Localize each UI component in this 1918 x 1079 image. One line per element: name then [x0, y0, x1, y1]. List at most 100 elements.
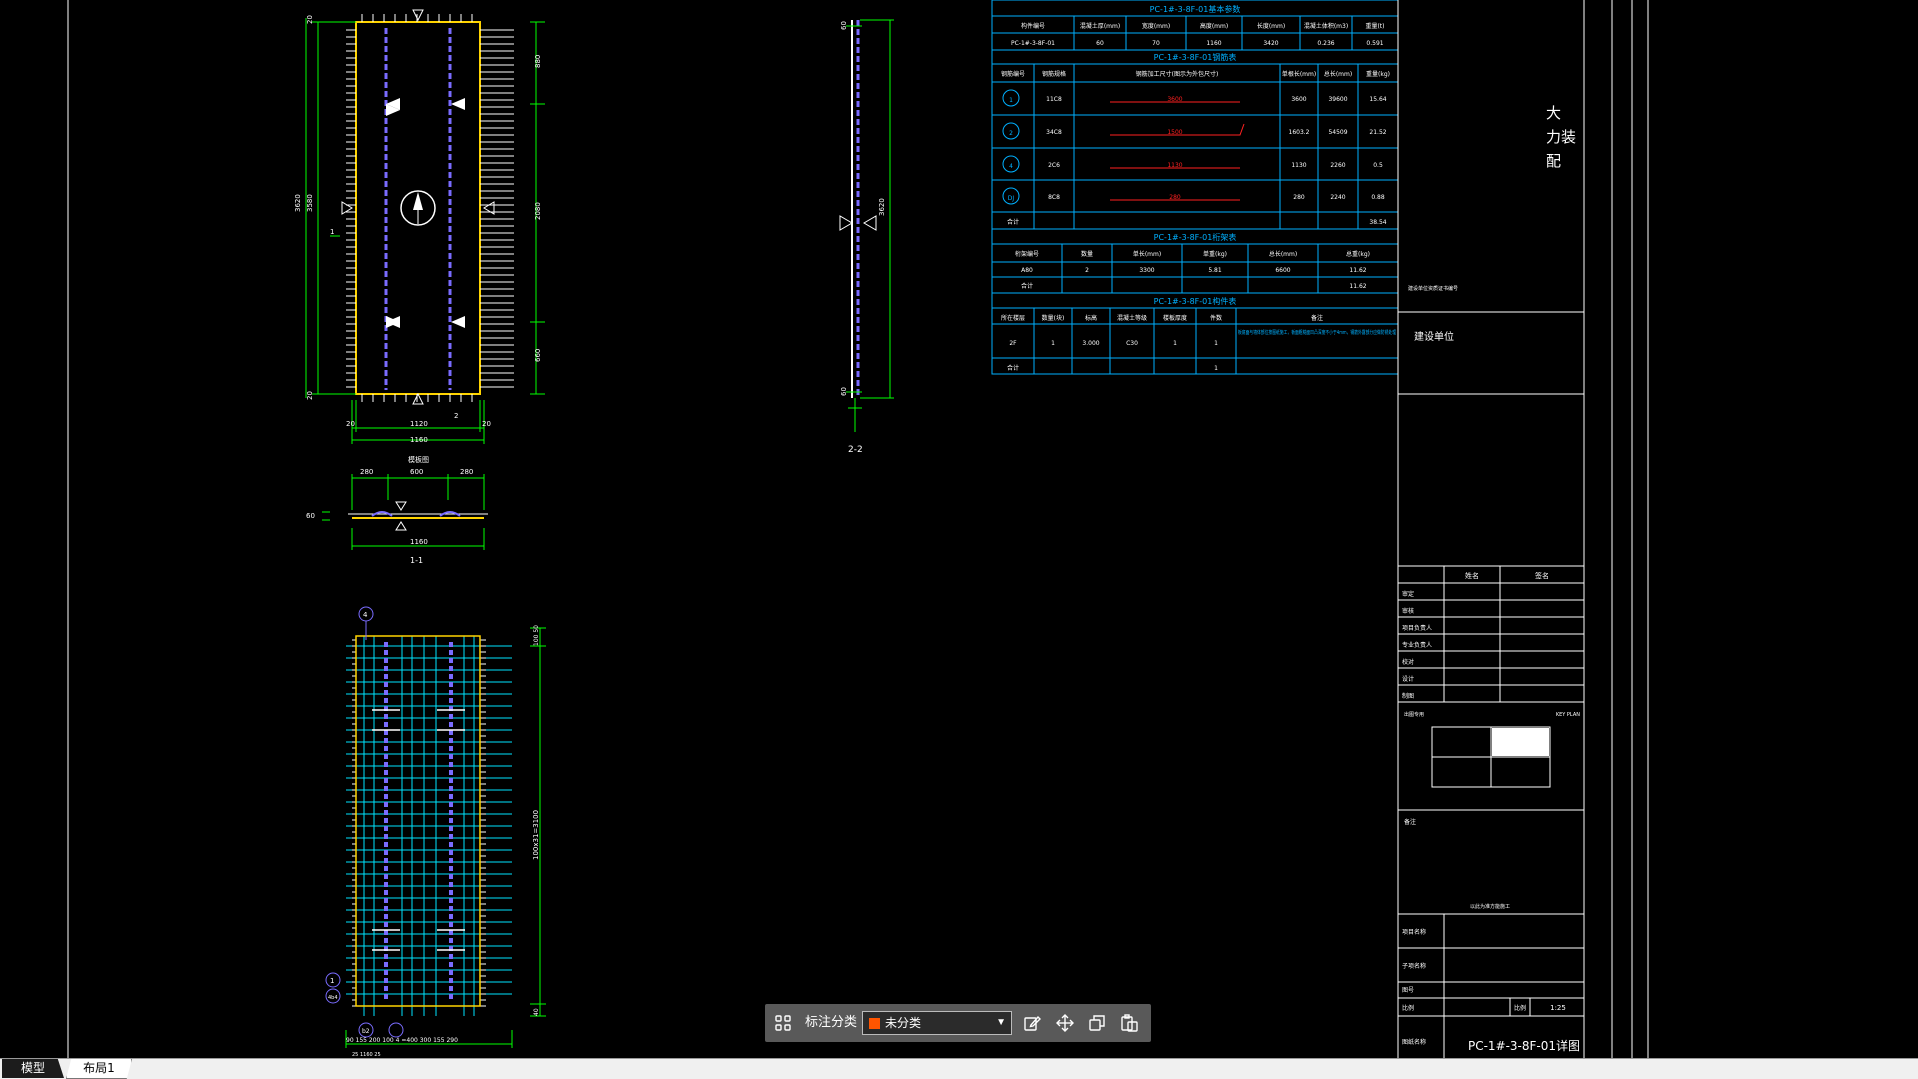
svg-text:楼板厚度: 楼板厚度 [1163, 314, 1187, 322]
svg-text:1: 1 [1214, 340, 1218, 347]
sheet-name-label: 图纸名称 [1402, 1038, 1426, 1046]
svg-text:3600: 3600 [1167, 96, 1182, 103]
svg-text:1160: 1160 [410, 436, 428, 444]
svg-text:1: 1 [1214, 365, 1218, 372]
rebar-circles [1002, 89, 1020, 205]
front-view-title: 模板图 [408, 455, 429, 464]
owner-note: 建设单位资质证书编号 [1408, 285, 1458, 292]
scale-value: 1:25 [1550, 1004, 1566, 1012]
svg-text:合计: 合计 [1007, 364, 1019, 372]
table4-note: 板底面与墙体部位按图纸施工，板面粗糙面凹凸深度不小于4mm，钢筋外露部分应做防锈… [1238, 329, 1396, 336]
tab-layout1[interactable]: 布局1 [66, 1059, 132, 1079]
title-block-text: 大力装配建设单位资质证书编号建设单位姓名签名审定审核项目负责人专业负责人校对设计… [1402, 104, 1580, 1053]
svg-text:重量(kg): 重量(kg) [1366, 70, 1390, 78]
svg-text:3300: 3300 [1139, 267, 1154, 274]
svg-text:1160: 1160 [1206, 40, 1221, 47]
paste-icon[interactable] [1119, 1013, 1139, 1033]
svg-text:混凝土厚(mm): 混凝土厚(mm) [1080, 22, 1120, 30]
svg-text:280: 280 [460, 468, 473, 476]
key-plan-highlight [1492, 728, 1549, 756]
svg-text:0.88: 0.88 [1371, 194, 1385, 201]
company-char-3: 配 [1546, 152, 1561, 170]
layout-tabbar: 模型 布局1 [0, 1058, 1918, 1079]
build-unit-label: 建设单位 [1414, 330, 1454, 343]
svg-text:总长(mm): 总长(mm) [1324, 70, 1352, 78]
company-char-1: 大 [1546, 104, 1561, 122]
svg-text:标高: 标高 [1085, 314, 1097, 322]
edit-icon[interactable] [1022, 1013, 1042, 1033]
svg-text:合计: 合计 [1007, 218, 1019, 226]
svg-text:54509: 54509 [1328, 129, 1347, 136]
svg-text:20: 20 [346, 420, 355, 428]
svg-text:DJ: DJ [1008, 195, 1015, 202]
svg-text:100x31=3100: 100x31=3100 [532, 810, 540, 860]
svg-text:2260: 2260 [1330, 162, 1345, 169]
company-char-2: 力装 [1546, 128, 1576, 146]
svg-text:280: 280 [360, 468, 373, 476]
scale-label-left: 比例 [1402, 1004, 1414, 1012]
svg-text:4: 4 [1009, 163, 1013, 170]
svg-text:PC-1#-3-8F-01: PC-1#-3-8F-01 [1011, 40, 1055, 47]
svg-text:1: 1 [330, 228, 334, 236]
svg-text:0.591: 0.591 [1366, 40, 1383, 47]
svg-text:0.5: 0.5 [1373, 162, 1383, 169]
rebar-plan: 4 1 4b4 b2 100x31=3100 100 50 40 90 155 … [325, 606, 546, 1058]
category-select-value: 未分类 [885, 1016, 922, 1030]
role-2: 项目负责人 [1402, 624, 1432, 632]
svg-text:60: 60 [840, 387, 848, 396]
stamp-label: 出图专用 [1404, 711, 1424, 718]
svg-text:高度(mm): 高度(mm) [1200, 22, 1228, 30]
front-view: 3620 3580 20 20 880 2080 660 1120 1160 2… [294, 9, 545, 464]
category-color-swatch [869, 1018, 880, 1029]
svg-text:60: 60 [840, 21, 848, 30]
table4-title: PC-1#-3-8F-01构件表 [1154, 296, 1237, 306]
svg-text:总重(kg): 总重(kg) [1346, 250, 1370, 258]
table1-title: PC-1#-3-8F-01基本参数 [1150, 4, 1241, 14]
role-3: 专业负责人 [1402, 641, 1432, 649]
svg-text:件数: 件数 [1210, 314, 1222, 322]
section-2-2-label: 2-2 [848, 445, 863, 455]
svg-text:1120: 1120 [410, 420, 428, 428]
svg-text:2: 2 [1085, 267, 1089, 274]
subitem-name-label: 子项名称 [1402, 962, 1426, 970]
svg-text:21.52: 21.52 [1369, 129, 1386, 136]
remark-label: 备注 [1404, 818, 1416, 826]
role-5: 设计 [1402, 675, 1414, 683]
svg-text:2240: 2240 [1330, 194, 1345, 201]
svg-text:3420: 3420 [1263, 40, 1278, 47]
move-icon[interactable] [1055, 1013, 1075, 1033]
svg-text:660: 660 [534, 349, 542, 362]
role-6: 制图 [1402, 692, 1414, 700]
tab-model[interactable]: 模型 [2, 1059, 64, 1078]
project-name-label: 项目名称 [1402, 928, 1426, 936]
svg-text:1130: 1130 [1291, 162, 1306, 169]
category-select[interactable]: 未分类 ▼ [862, 1011, 1012, 1035]
annotation-toolbar: 标注分类 未分类 ▼ [765, 1004, 1151, 1042]
annotation-category-label: 标注分类 [805, 1015, 858, 1030]
table3-title: PC-1#-3-8F-01桁架表 [1154, 232, 1237, 242]
svg-text:b2: b2 [362, 1028, 370, 1035]
svg-text:280: 280 [1169, 194, 1181, 201]
svg-text:25 1160 25: 25 1160 25 [352, 1052, 381, 1058]
svg-text:1160: 1160 [410, 538, 428, 546]
svg-text:880: 880 [534, 55, 542, 68]
svg-text:39600: 39600 [1328, 96, 1347, 103]
svg-text:1: 1 [1173, 340, 1177, 347]
svg-text:3.000: 3.000 [1082, 340, 1099, 347]
svg-text:长度(mm): 长度(mm) [1257, 22, 1285, 30]
svg-text:70: 70 [1152, 40, 1160, 47]
svg-text:数量(块): 数量(块) [1042, 314, 1065, 322]
svg-text:构件编号: 构件编号 [1021, 22, 1045, 30]
copy-icon[interactable] [1087, 1013, 1107, 1033]
scale-label: 比例 [1514, 1004, 1526, 1012]
svg-text:单长(mm): 单长(mm) [1133, 250, 1161, 258]
svg-text:1: 1 [1009, 97, 1013, 104]
svg-text:1603.2: 1603.2 [1289, 129, 1310, 136]
svg-text:3600: 3600 [1291, 96, 1306, 103]
grid-apps-icon[interactable] [773, 1013, 793, 1033]
svg-text:20: 20 [306, 391, 314, 400]
svg-text:重量(t): 重量(t) [1365, 22, 1384, 30]
svg-text:单根长(mm): 单根长(mm) [1282, 70, 1316, 78]
role-0: 审定 [1402, 590, 1414, 598]
